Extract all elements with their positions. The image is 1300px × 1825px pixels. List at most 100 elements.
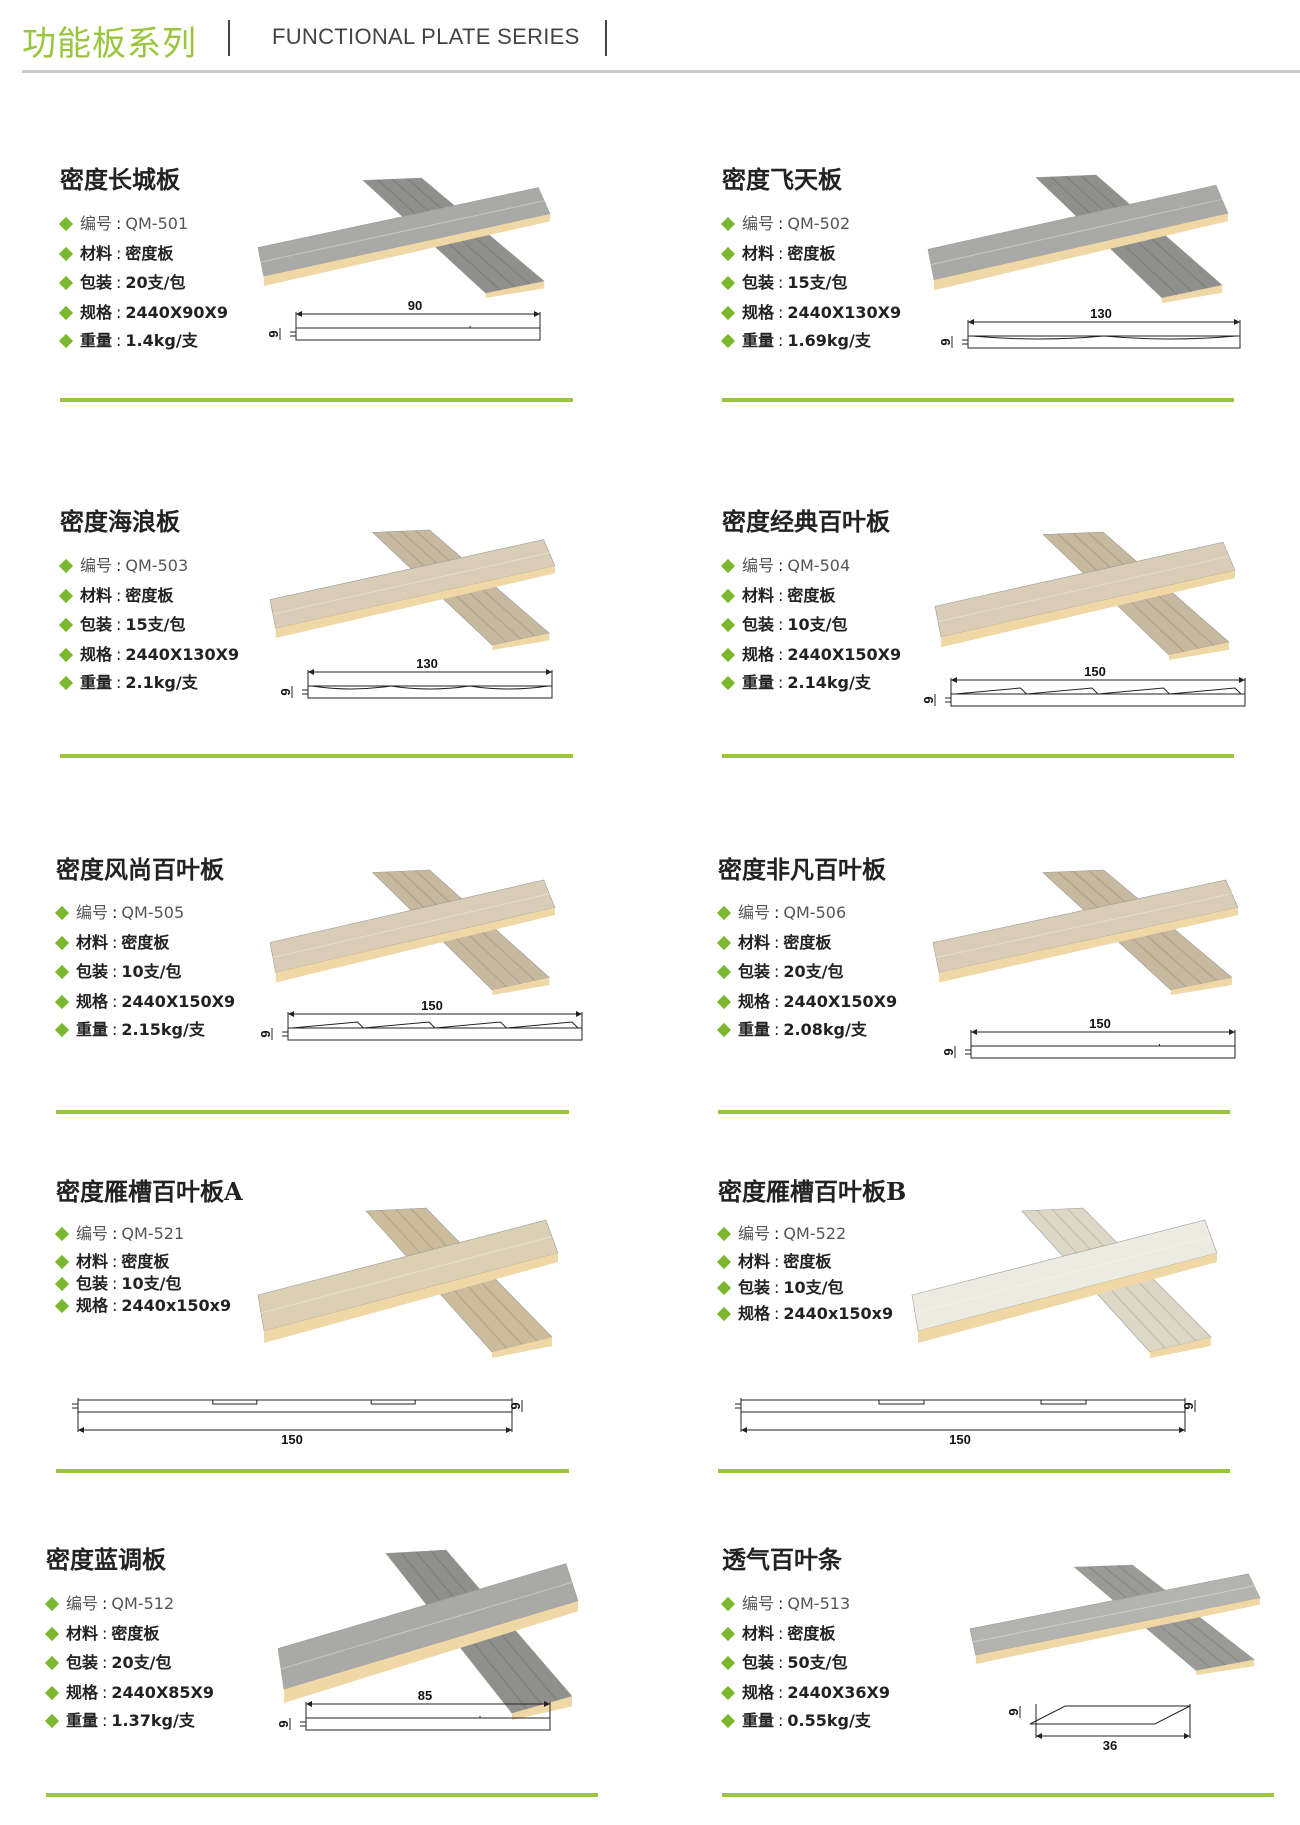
spec-row-code: 编号:QM-505 [54, 903, 184, 922]
spec-label: 编号 [66, 1594, 99, 1613]
product-title: 密度经典百叶板 [722, 507, 890, 536]
spec-row-code: 编号:QM-504 [720, 556, 851, 575]
spec-value: QM-503 [125, 556, 189, 575]
diamond-bullet-icon [720, 333, 736, 349]
spec-label: 规格 [76, 1296, 109, 1315]
profile-drawing: 130 9 [278, 656, 553, 699]
spec-label: 包装 [738, 962, 771, 981]
board-illustration [257, 1207, 559, 1358]
diamond-bullet-icon [54, 994, 70, 1010]
spec-value: 密度板 [125, 244, 174, 263]
spec-row-weight: 重量:1.4kg/支 [58, 331, 198, 350]
diamond-bullet-icon [58, 647, 74, 663]
spec-label: 规格 [742, 645, 775, 664]
spec-value: 2.14kg/支 [787, 673, 871, 692]
spec-label: 包装 [738, 1278, 771, 1297]
spec-separator: : [112, 1020, 118, 1039]
spec-value: 15支/包 [787, 273, 848, 292]
diamond-bullet-icon [44, 1596, 60, 1612]
spec-label: 重量 [742, 673, 775, 692]
thickness-dimension-label: 9 [278, 688, 293, 695]
spec-separator: : [112, 903, 118, 922]
diamond-bullet-icon [720, 588, 736, 604]
spec-value: 2440X85X9 [111, 1683, 215, 1702]
product-title: 密度雁槽百叶板A [56, 1177, 243, 1206]
width-dimension-label: 130 [416, 656, 438, 671]
spec-separator: : [778, 1683, 784, 1702]
diamond-bullet-icon [58, 305, 74, 321]
spec-separator: : [112, 933, 118, 952]
spec-value: QM-522 [783, 1224, 847, 1243]
spec-row-material: 材料:密度板 [54, 1252, 170, 1271]
spec-separator: : [116, 615, 122, 634]
spec-separator: : [778, 1624, 784, 1643]
spec-value: 密度板 [111, 1624, 160, 1643]
spec-separator: : [774, 1252, 780, 1271]
spec-label: 编号 [738, 1224, 771, 1243]
width-dimension-label: 150 [1084, 664, 1106, 679]
diamond-bullet-icon [54, 964, 70, 980]
spec-row-material: 材料:密度板 [720, 586, 835, 605]
board-illustration [911, 1207, 1218, 1358]
spec-separator: : [116, 273, 122, 292]
spec-value: 1.4kg/支 [125, 331, 198, 350]
spec-row-spec: 规格:2440X130X9 [58, 647, 239, 663]
spec-row-material: 材料:密度板 [54, 933, 169, 952]
spec-label: 包装 [66, 1653, 99, 1672]
spec-value: 10支/包 [783, 1278, 844, 1297]
diamond-bullet-icon [58, 216, 74, 232]
width-dimension-label: 150 [949, 1432, 971, 1447]
spec-separator: : [112, 1224, 118, 1243]
spec-separator: : [778, 303, 784, 322]
product-title: 密度雁槽百叶板B [718, 1177, 907, 1206]
page-subtitle: FUNCTIONAL PLATE SERIES [272, 24, 580, 49]
spec-label: 规格 [738, 1304, 771, 1323]
spec-value: 1.69kg/支 [787, 331, 871, 350]
spec-separator: : [774, 992, 780, 1011]
thickness-dimension-label: 9 [508, 1402, 523, 1409]
board-illustration [269, 529, 556, 650]
spec-row-material: 材料:密度板 [58, 244, 174, 263]
diamond-bullet-icon [58, 275, 74, 291]
diamond-bullet-icon [720, 1596, 736, 1612]
spec-separator: : [778, 214, 784, 233]
spec-row-spec: 规格:2440x150x9 [54, 1296, 232, 1315]
spec-separator: : [778, 615, 784, 634]
spec-value: QM-504 [787, 556, 851, 575]
board-illustration [969, 1564, 1261, 1675]
spec-value: 10支/包 [121, 962, 182, 981]
board-illustration [934, 531, 1236, 660]
spec-value: 密度板 [121, 1252, 170, 1271]
spec-value: 10支/包 [787, 615, 848, 634]
diamond-bullet-icon [58, 675, 74, 691]
product-title: 密度非凡百叶板 [718, 855, 886, 884]
spec-row-material: 材料:密度板 [720, 1624, 835, 1643]
spec-label: 材料 [738, 933, 771, 952]
spec-value: 2440x150x9 [121, 1296, 232, 1315]
profile-drawing: 859 [276, 1688, 551, 1731]
spec-row-material: 材料:密度板 [720, 246, 835, 262]
diamond-bullet-icon [716, 1306, 732, 1322]
diamond-bullet-icon [716, 1226, 732, 1242]
spec-label: 规格 [742, 303, 775, 322]
spec-separator: : [774, 1304, 780, 1323]
spec-label: 规格 [66, 1683, 99, 1702]
diamond-bullet-icon [720, 617, 736, 633]
width-dimension-label: 90 [408, 298, 422, 313]
spec-label: 材料 [76, 933, 109, 952]
diamond-bullet-icon [720, 246, 736, 262]
spec-separator: : [778, 586, 784, 605]
diamond-bullet-icon [716, 964, 732, 980]
product-title: 透气百叶条 [722, 1545, 842, 1574]
spec-value: 50支/包 [787, 1653, 848, 1672]
spec-value: 15支/包 [125, 615, 186, 634]
diamond-bullet-icon [58, 617, 74, 633]
spec-separator: : [778, 1594, 784, 1613]
spec-label: 编号 [742, 556, 775, 575]
profile-drawing: 369 [1006, 1704, 1191, 1753]
spec-separator: : [102, 1653, 108, 1672]
section-divider [722, 398, 1234, 402]
spec-row-weight: 重量:1.69kg/支 [720, 331, 871, 350]
